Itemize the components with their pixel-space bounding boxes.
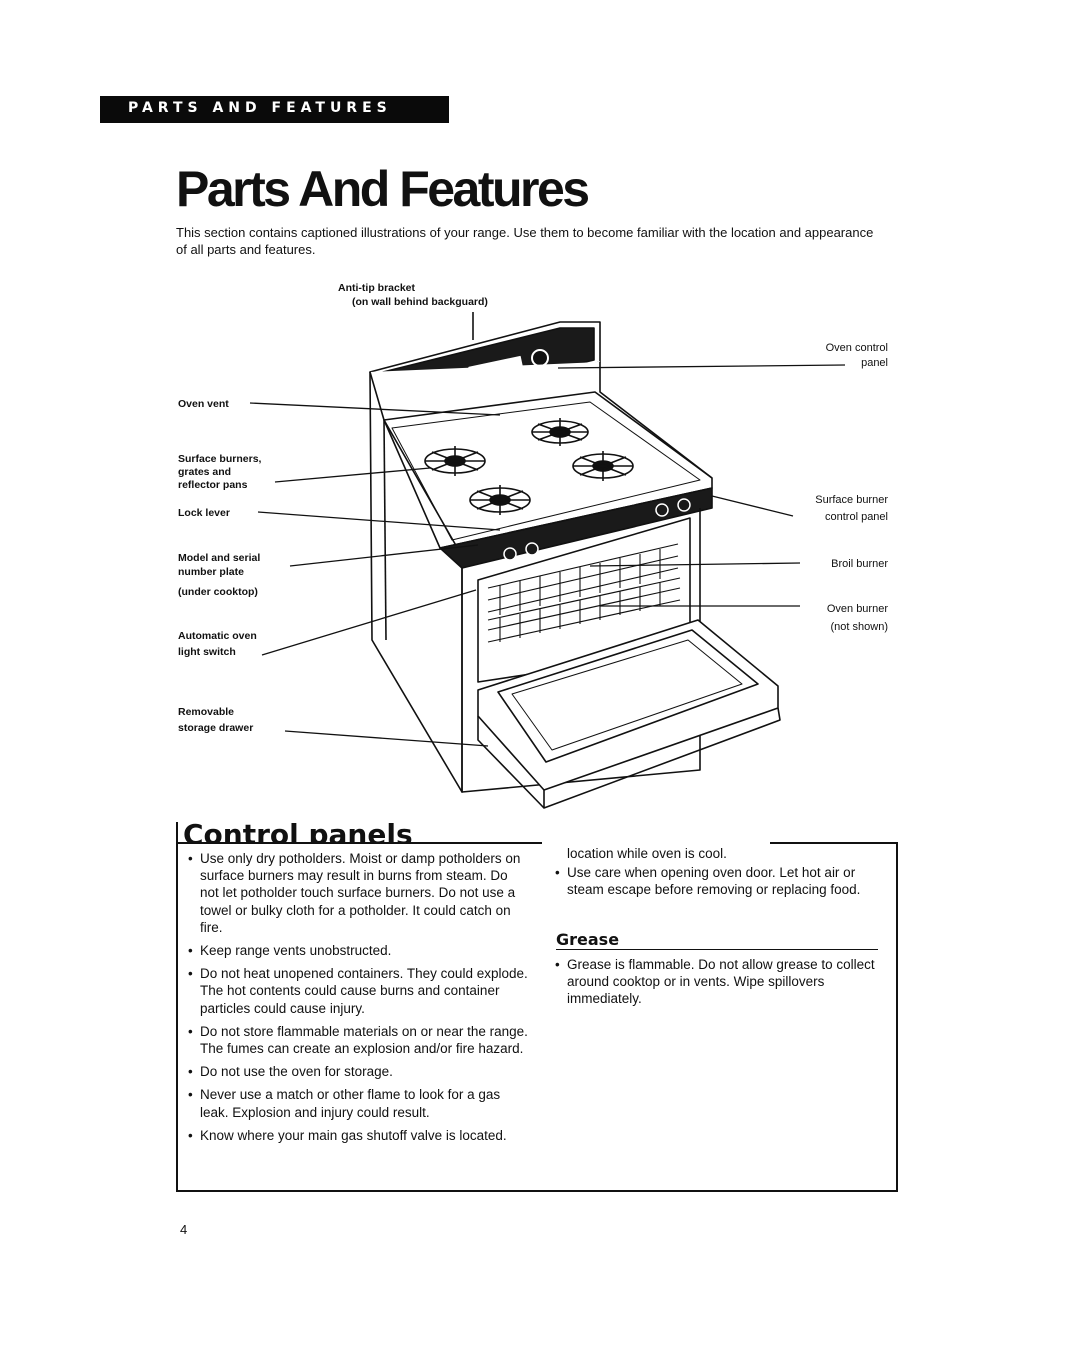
label-surface-control-1: Surface burner xyxy=(815,494,888,506)
control-panels-heading: Control panels xyxy=(183,818,413,842)
list-item: Grease is flammable. Do not allow grease… xyxy=(555,956,885,1008)
grease-heading: Grease xyxy=(556,930,620,949)
grease-column: Grease is flammable. Do not allow grease… xyxy=(555,956,885,1014)
box-rule-top-right xyxy=(770,842,898,844)
label-surface-burners-1: Surface burners, xyxy=(178,453,262,465)
box-rule-bottom xyxy=(176,1190,898,1192)
intro-paragraph: This section contains captioned illustra… xyxy=(176,225,874,257)
list-item: Know where your main gas shutoff valve i… xyxy=(188,1127,528,1144)
label-model-serial-3: (under cooktop) xyxy=(178,586,258,598)
label-anti-tip-sub: (on wall behind backguard) xyxy=(352,296,488,308)
label-model-serial-2: number plate xyxy=(178,566,244,578)
label-storage-drawer-2: storage drawer xyxy=(178,722,253,734)
continued-text: location while oven is cool. xyxy=(567,846,727,861)
label-lock-lever: Lock lever xyxy=(178,507,230,519)
label-auto-light-2: light switch xyxy=(178,646,236,658)
label-surface-burners-2: grates and xyxy=(178,466,231,478)
label-anti-tip: Anti-tip bracket xyxy=(338,282,416,294)
label-oven-burner-1: Oven burner xyxy=(827,603,888,615)
left-column: Use only dry potholders. Moist or damp p… xyxy=(188,850,528,1150)
banner-notch xyxy=(449,96,452,123)
right-column: Use care when opening oven door. Let hot… xyxy=(555,864,885,904)
page-title: Parts And Features xyxy=(176,161,590,217)
range-diagram: Anti-tip bracket (on wall behind backgua… xyxy=(178,282,888,809)
grease-rule xyxy=(556,949,878,950)
list-item: Use only dry potholders. Moist or damp p… xyxy=(188,850,528,936)
label-oven-burner-2: (not shown) xyxy=(831,621,888,633)
label-storage-drawer-1: Removable xyxy=(178,706,234,718)
label-surface-burners-3: reflector pans xyxy=(178,479,248,491)
label-broil-burner: Broil burner xyxy=(831,558,888,570)
list-item: Do not use the oven for storage. xyxy=(188,1063,528,1080)
page-number: 4 xyxy=(180,1222,188,1237)
list-item: Never use a match or other flame to look… xyxy=(188,1086,528,1120)
list-item: Do not heat unopened containers. They co… xyxy=(188,965,528,1017)
box-rule-top-left xyxy=(177,842,542,844)
box-rule-right xyxy=(896,842,898,1192)
list-item: Use care when opening oven door. Let hot… xyxy=(555,864,885,898)
section-banner-label: PARTS AND FEATURES xyxy=(128,100,392,116)
list-item: Keep range vents unobstructed. xyxy=(188,942,528,959)
label-oven-control-2: panel xyxy=(861,357,888,369)
box-rule-left xyxy=(176,822,178,1192)
label-model-serial-1: Model and serial xyxy=(178,552,260,564)
label-surface-control-2: control panel xyxy=(825,511,888,523)
label-oven-vent: Oven vent xyxy=(178,398,229,410)
list-item: Do not store flammable materials on or n… xyxy=(188,1023,528,1057)
label-oven-control-1: Oven control xyxy=(826,342,888,354)
label-auto-light-1: Automatic oven xyxy=(178,630,257,642)
section-banner: PARTS AND FEATURES xyxy=(100,96,452,123)
